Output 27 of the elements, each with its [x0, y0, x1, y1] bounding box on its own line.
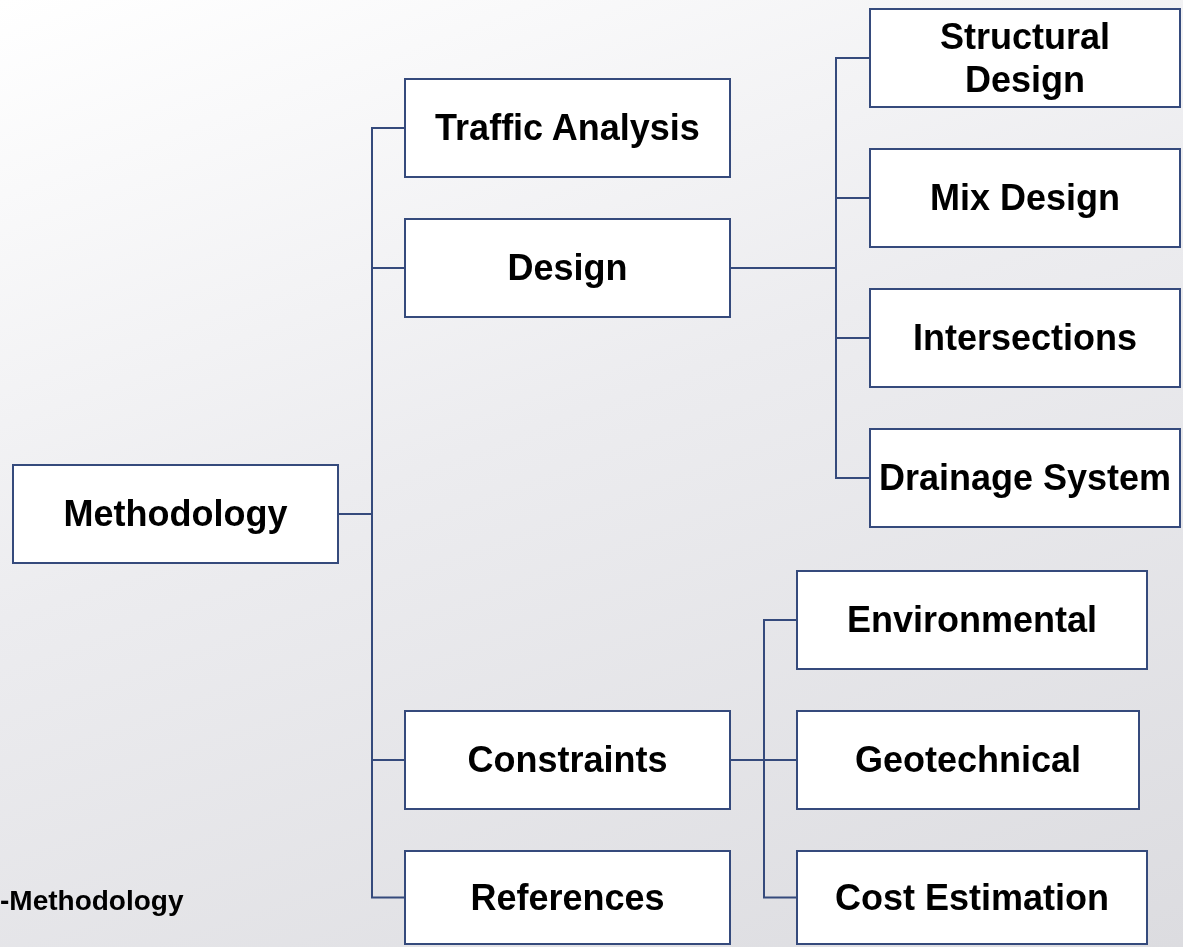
category-box — [869, 148, 1181, 248]
category-box — [12, 464, 339, 564]
category-box — [796, 850, 1148, 945]
category-box — [796, 710, 1140, 810]
box-label: Mix Design — [928, 176, 1121, 220]
category-box — [869, 428, 1181, 528]
box-label: Structural Design — [938, 14, 1111, 102]
box-label: Traffic Analysis — [434, 106, 701, 150]
category-box — [404, 710, 731, 810]
caption-text: -Methodology — [0, 884, 184, 918]
category-box — [404, 218, 731, 318]
box-label: Constraints — [466, 738, 669, 782]
box-label: Methodology — [62, 492, 289, 536]
connector-line — [730, 759, 797, 899]
box-label: Intersections — [911, 316, 1139, 360]
box-label: Environmental — [845, 598, 1099, 642]
box-label: References — [469, 875, 666, 920]
connector-line — [730, 267, 870, 479]
box-label: Design — [506, 246, 629, 290]
category-box — [404, 850, 731, 945]
category-box — [869, 288, 1181, 388]
box-label: Cost Estimation — [834, 875, 1110, 920]
category-box — [404, 78, 731, 178]
box-label: Drainage System — [877, 456, 1173, 500]
category-box — [796, 570, 1148, 670]
box-label: Geotechnical — [853, 738, 1083, 782]
category-box — [869, 8, 1181, 108]
